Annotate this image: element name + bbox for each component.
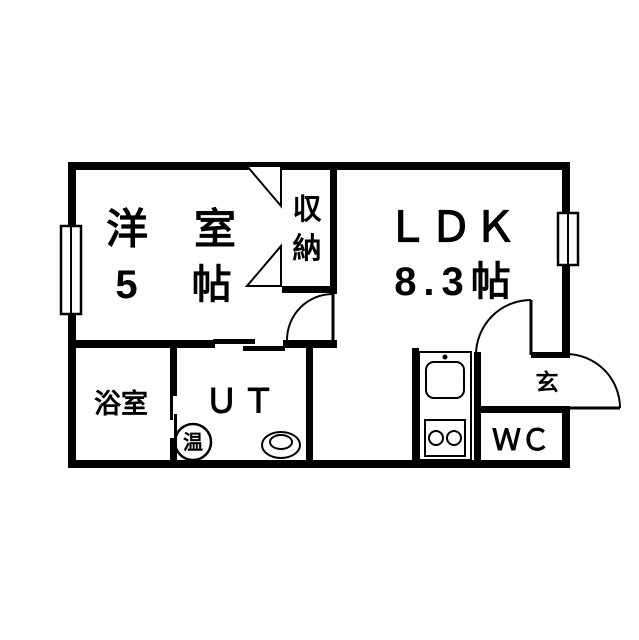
front-entrance-door	[565, 353, 621, 410]
ldk-label: ＬＤＫ	[386, 204, 518, 251]
wall-wc-top	[474, 406, 570, 413]
stove-burner	[428, 430, 444, 446]
sliding-door-leaf	[174, 414, 177, 438]
utility-room-label: ＵＴ	[205, 383, 279, 420]
wall-bottom	[68, 460, 570, 468]
kitchen-unit	[418, 351, 472, 461]
door-swing-arc	[286, 293, 334, 341]
windows	[59, 211, 580, 316]
wash-basin-bowl	[269, 434, 293, 450]
doors	[168, 165, 621, 438]
sliding-door-leaf	[213, 339, 255, 344]
hinged-door-western-room-alcove	[286, 293, 335, 341]
fixtures	[173, 422, 301, 462]
bathroom-label: 浴室	[94, 388, 148, 419]
window-west-wall	[59, 224, 83, 316]
wash-basin	[261, 431, 301, 459]
wall-right-lower	[562, 408, 570, 468]
closet-door-leaf-top	[244, 165, 282, 209]
sliding-door-leaf	[243, 346, 285, 351]
wall-closet-right	[330, 162, 337, 294]
door-swing-arc	[565, 353, 621, 409]
room-labels: 洋 室 5 帖 収 納 ＬＤＫ 8.3帖 浴室 ＵＴ 温 玄 ＷＣ	[94, 193, 559, 457]
wall-middle-left	[68, 340, 215, 348]
toilet-label: ＷＣ	[492, 425, 550, 457]
entrance-label: 玄	[536, 369, 559, 395]
window-east-wall	[556, 211, 580, 267]
closet-door-leaf-bottom	[244, 243, 282, 287]
sliding-door-western-room	[213, 339, 285, 351]
wall-entrance-top-stub	[531, 352, 570, 358]
closet-label-char1: 収	[292, 193, 322, 226]
wall-top	[68, 162, 570, 170]
wall-utility-right	[306, 340, 313, 468]
kitchen-faucet	[442, 354, 448, 360]
western-room-size: 5 帖	[115, 263, 238, 307]
water-heater-circle	[173, 422, 213, 462]
door-swing-arc	[475, 299, 532, 356]
kitchen-sink	[425, 361, 465, 399]
wall-kitchen-back	[412, 348, 419, 460]
ldk-size: 8.3帖	[394, 260, 518, 304]
water-heater-label: 温	[183, 430, 203, 454]
hinged-door-ldk	[475, 299, 533, 356]
kitchen-counter	[418, 351, 472, 461]
stove-burner	[446, 430, 462, 446]
wall-closet-bottom	[282, 286, 337, 293]
door-opening	[168, 396, 179, 438]
kitchen-stove	[424, 419, 466, 457]
closet-label-char2: 納	[292, 231, 321, 265]
western-room-label: 洋 室	[106, 206, 238, 253]
sliding-door-leaf	[170, 396, 173, 420]
sliding-door-bathroom	[168, 396, 179, 438]
